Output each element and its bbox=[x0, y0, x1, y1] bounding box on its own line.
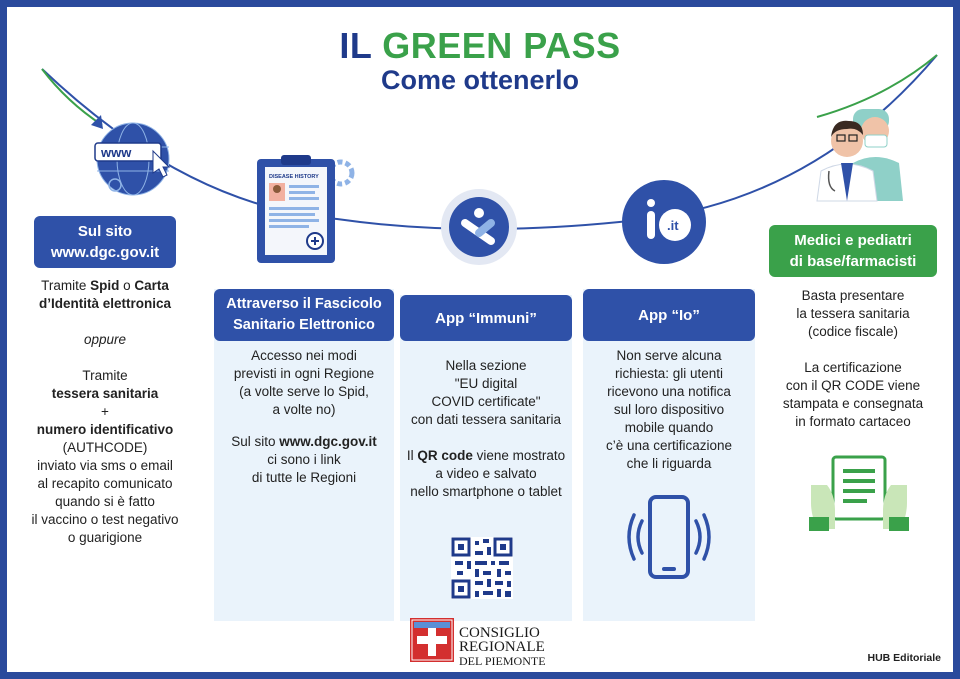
header-medici: Medici e pediatri di base/farmacisti bbox=[769, 225, 937, 277]
col3-line6: a video e salvato bbox=[435, 466, 537, 481]
col2-line4: a volte no) bbox=[272, 402, 336, 417]
credit-text: HUB Editoriale bbox=[867, 652, 941, 664]
header-fascicolo-line2: Sanitario Elettronico bbox=[233, 317, 375, 333]
clipboard-document-icon: DISEASE HISTORY bbox=[257, 155, 355, 263]
logo-text: CONSIGLIO REGIONALE DEL PIEMONTE bbox=[459, 625, 546, 669]
col3-line1: Nella sezione bbox=[445, 358, 527, 373]
col1-line1: Tramite Spid o Carta bbox=[41, 278, 169, 293]
col1-plus: + bbox=[101, 404, 109, 419]
col1-line3: Tramite bbox=[82, 368, 128, 383]
col1-line4: tessera sanitaria bbox=[51, 386, 159, 401]
col4-line6: c’è una certificazione bbox=[605, 438, 733, 453]
col1-line9: al recapito comunicato bbox=[37, 476, 173, 491]
col4-line3: ricevono una notifica bbox=[607, 384, 731, 399]
col5-line6: stampata e consegnata bbox=[782, 396, 924, 411]
col5-line7: in formato cartaceo bbox=[795, 414, 911, 429]
col4-line2: richiesta: gli utenti bbox=[614, 366, 724, 381]
col4-text: Non serve alcuna richiesta: gli utenti r… bbox=[583, 347, 755, 473]
header-medici-line1: Medici e pediatri bbox=[794, 232, 912, 249]
col3-line3: COVID certificate" bbox=[431, 394, 541, 409]
title-part1: IL bbox=[339, 25, 383, 66]
page-subtitle: Come ottenerlo bbox=[380, 65, 580, 95]
smartphone-notification-icon bbox=[627, 495, 711, 579]
header-sul-sito-line1: Sul sito bbox=[77, 223, 133, 240]
col4-line7: che li riguarda bbox=[626, 456, 712, 471]
header-io: App “Io” bbox=[583, 289, 755, 341]
logo-line3: DEL PIEMONTE bbox=[459, 654, 546, 668]
header-sul-sito: Sul sito www.dgc.gov.it bbox=[34, 216, 176, 268]
col1-line2: d’Identità elettronica bbox=[38, 296, 172, 311]
col3-line5: Il QR code viene mostrato bbox=[406, 448, 566, 463]
header-immuni: App “Immuni” bbox=[400, 295, 572, 341]
certificate-hands-icon bbox=[809, 455, 909, 531]
immuni-app-icon bbox=[441, 189, 517, 265]
io-app-label: .it bbox=[667, 218, 679, 233]
header-medici-line2: di base/farmacisti bbox=[789, 253, 917, 270]
logo-line2: REGIONALE bbox=[459, 639, 545, 655]
consiglio-regionale-logo-icon bbox=[410, 618, 454, 662]
col5-line1: Basta presentare bbox=[801, 288, 905, 303]
col5-text: Basta presentare la tessera sanitaria (c… bbox=[767, 287, 939, 431]
col5-line5: con il QR CODE viene bbox=[785, 378, 921, 393]
qr-code-icon bbox=[451, 537, 513, 599]
col1-text: Tramite Spid o Carta d’Identità elettron… bbox=[19, 277, 191, 547]
col1-line8: inviato via sms o email bbox=[37, 458, 173, 473]
title-green-pass: GREEN PASS bbox=[382, 25, 621, 66]
col3-line4: con dati tessera sanitaria bbox=[410, 412, 562, 427]
io-app-icon: .it bbox=[622, 180, 706, 264]
col1-line11: il vaccino o test negativo bbox=[31, 512, 179, 527]
col5-line2: la tessera sanitaria bbox=[796, 306, 910, 321]
col2-line3: (a volte serve lo Spid, bbox=[239, 384, 369, 399]
col1-line7: (AUTHCODE) bbox=[62, 440, 148, 455]
header-sul-sito-line2: www.dgc.gov.it bbox=[50, 244, 160, 261]
col1-oppure: oppure bbox=[83, 332, 127, 347]
col4-line1: Non serve alcuna bbox=[616, 348, 722, 363]
globe-www-icon: www bbox=[91, 115, 171, 196]
col1-line12: o guarigione bbox=[67, 530, 143, 545]
col4-line4: sul loro dispositivo bbox=[613, 402, 725, 417]
col1-line6: numero identificativo bbox=[36, 422, 174, 437]
col3-line7: nello smartphone o tablet bbox=[410, 484, 562, 499]
col3-line2: "EU digital bbox=[454, 376, 518, 391]
page-title: IL GREEN PASS bbox=[7, 25, 953, 67]
col2-panel bbox=[214, 289, 394, 621]
col2-line7: di tutte le Regioni bbox=[251, 470, 357, 485]
col2-line5: Sul sito www.dgc.gov.it bbox=[231, 434, 377, 449]
col5-line3: (codice fiscale) bbox=[807, 324, 899, 339]
col4-line5: mobile quando bbox=[624, 420, 714, 435]
col2-line2: previsti in ogni Regione bbox=[233, 366, 375, 381]
doctors-icon bbox=[816, 109, 903, 202]
col2-line1: Accesso nei modi bbox=[251, 348, 357, 363]
globe-label: www bbox=[100, 145, 132, 160]
logo-line1: CONSIGLIO bbox=[459, 625, 540, 641]
header-fascicolo: Attraverso il Fascicolo Sanitario Elettr… bbox=[214, 289, 394, 341]
col1-line10: quando si è fatto bbox=[55, 494, 155, 509]
col5-line4: La certificazione bbox=[804, 360, 902, 375]
col2-line6: ci sono i link bbox=[267, 452, 341, 467]
col4-panel bbox=[583, 289, 755, 621]
col3-text: Nella sezione "EU digital COVID certific… bbox=[400, 357, 572, 501]
document-label: DISEASE HISTORY bbox=[269, 174, 319, 180]
header-fascicolo-line1: Attraverso il Fascicolo bbox=[226, 296, 382, 312]
col2-text: Accesso nei modi previsti in ogni Region… bbox=[214, 347, 394, 487]
